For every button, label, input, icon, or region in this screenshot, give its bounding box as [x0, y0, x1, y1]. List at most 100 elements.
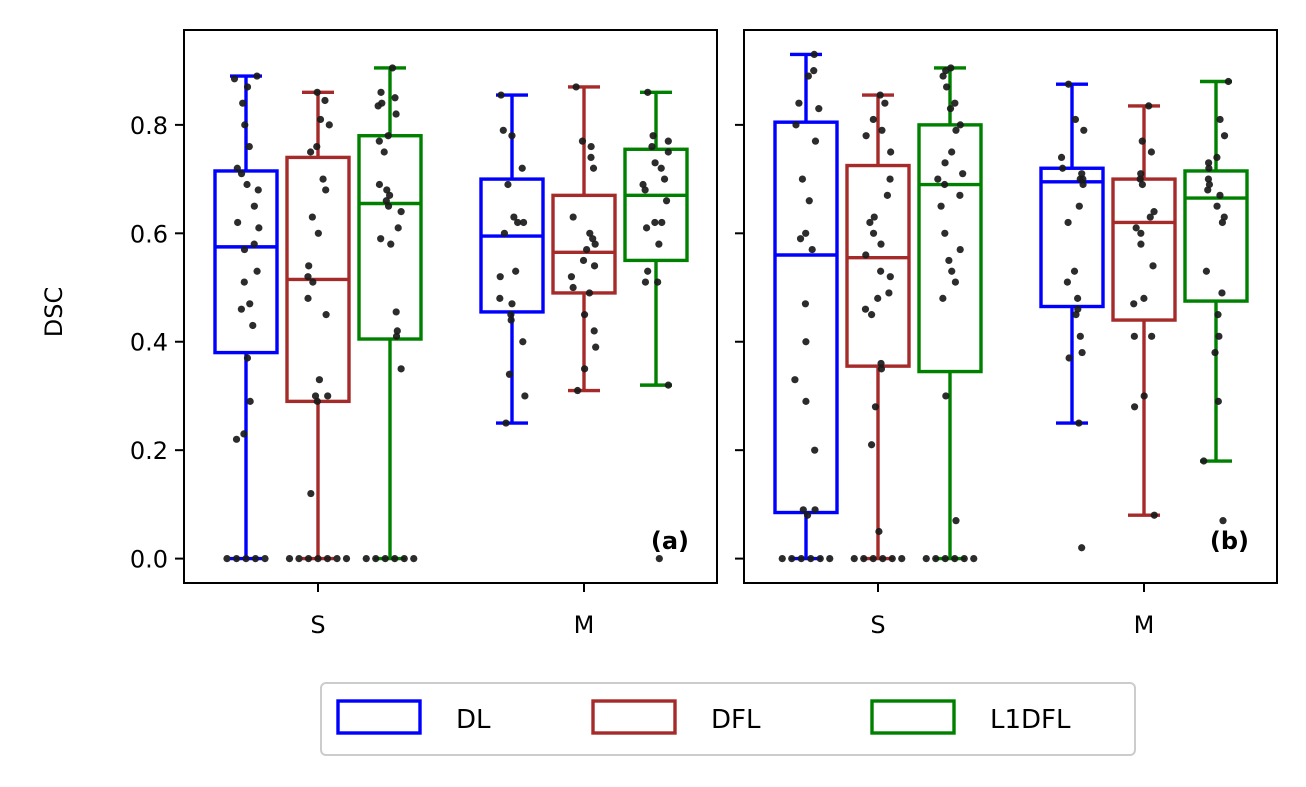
box-l1dfl-m: [623, 88, 689, 563]
data-point: [304, 555, 313, 563]
box-dfl-s: [845, 91, 911, 563]
data-point: [951, 99, 959, 107]
data-point: [313, 397, 321, 405]
data-point: [572, 83, 580, 91]
data-point: [1058, 164, 1067, 172]
data-point: [586, 229, 594, 237]
data-point: [1076, 175, 1084, 183]
data-point: [392, 110, 400, 118]
data-point: [644, 267, 652, 275]
data-point: [866, 218, 874, 227]
data-point: [811, 137, 820, 145]
data-point: [664, 148, 672, 156]
data-point: [255, 224, 263, 232]
data-point: [232, 435, 241, 443]
data-point: [875, 527, 883, 536]
box-dl-m: [479, 91, 545, 427]
data-point: [304, 294, 312, 302]
panel-label: (b): [1210, 527, 1249, 555]
box-dl-s: [213, 72, 279, 563]
data-point: [1218, 289, 1226, 297]
data-point: [898, 555, 906, 563]
data-point: [1211, 348, 1219, 357]
data-point: [321, 96, 329, 105]
data-point: [1146, 213, 1154, 221]
data-point: [805, 197, 813, 205]
data-point: [1136, 175, 1144, 183]
data-point: [249, 321, 257, 330]
data-point: [1070, 267, 1079, 275]
data-point: [1218, 218, 1227, 227]
data-point: [1220, 213, 1228, 221]
data-point: [382, 197, 390, 205]
data-point: [519, 218, 528, 227]
data-point: [243, 354, 252, 362]
data-point: [585, 289, 594, 297]
data-point: [583, 245, 591, 254]
data-point: [1130, 403, 1139, 411]
data-point: [589, 235, 597, 243]
data-point: [803, 511, 812, 519]
box-l1dfl-s: [917, 64, 983, 563]
data-point: [580, 311, 589, 319]
data-point: [874, 294, 882, 302]
data-point: [956, 121, 964, 129]
data-point: [592, 343, 600, 351]
data-point: [590, 262, 599, 270]
data-point: [657, 164, 665, 172]
data-point: [651, 159, 659, 167]
data-point: [942, 392, 950, 400]
data-point: [1137, 229, 1145, 237]
data-point: [512, 267, 520, 275]
data-point: [314, 229, 322, 237]
data-point: [886, 273, 894, 281]
data-point: [285, 555, 294, 563]
data-point: [877, 359, 885, 368]
data-point: [591, 240, 599, 248]
data-point: [811, 446, 819, 454]
data-point: [579, 256, 588, 265]
data-point: [1150, 208, 1158, 216]
data-point: [569, 213, 577, 221]
data-point: [518, 164, 526, 172]
data-point: [796, 235, 805, 243]
box-dl-m: [1039, 80, 1105, 552]
data-point: [567, 273, 576, 281]
box-body: [551, 193, 617, 295]
data-point: [807, 555, 815, 563]
data-point: [877, 267, 885, 275]
data-point: [391, 555, 399, 563]
legend-entry-dl: DL: [336, 699, 491, 735]
data-point: [1213, 153, 1221, 162]
data-point: [243, 180, 251, 189]
box-dfl-m: [551, 83, 617, 395]
box-l1dfl-s: [357, 64, 423, 563]
data-point: [1149, 262, 1157, 270]
data-point: [1132, 224, 1140, 232]
legend-swatch: [336, 699, 422, 735]
data-point: [392, 308, 400, 316]
data-point: [580, 365, 589, 373]
data-point: [305, 262, 313, 270]
box-dl-s: [773, 50, 839, 563]
data-point: [387, 240, 395, 248]
data-point: [886, 175, 894, 183]
data-point: [943, 83, 951, 91]
data-point: [648, 142, 656, 151]
data-point: [377, 235, 385, 243]
data-point: [952, 126, 960, 134]
box-l1dfl-m: [1183, 77, 1249, 525]
data-point: [578, 137, 587, 145]
data-point: [400, 555, 408, 563]
x-tick-label: S: [310, 611, 325, 639]
data-point: [497, 91, 505, 99]
data-point: [397, 208, 405, 216]
data-point: [1202, 267, 1210, 275]
plot-frame: [743, 29, 1278, 584]
data-point: [308, 213, 316, 221]
data-point: [397, 365, 405, 373]
data-point: [799, 506, 807, 514]
box-body: [1111, 177, 1177, 322]
